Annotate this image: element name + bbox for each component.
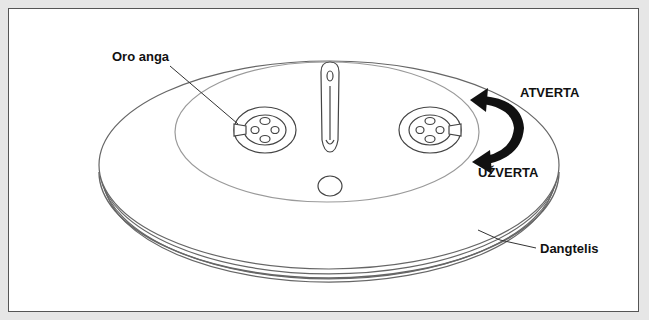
part-label: Dangtelis bbox=[540, 242, 599, 256]
part-label: Oro anga bbox=[112, 50, 169, 64]
state-label: UŽVERTA bbox=[478, 166, 538, 180]
state-label: ATVERTA bbox=[520, 86, 579, 100]
